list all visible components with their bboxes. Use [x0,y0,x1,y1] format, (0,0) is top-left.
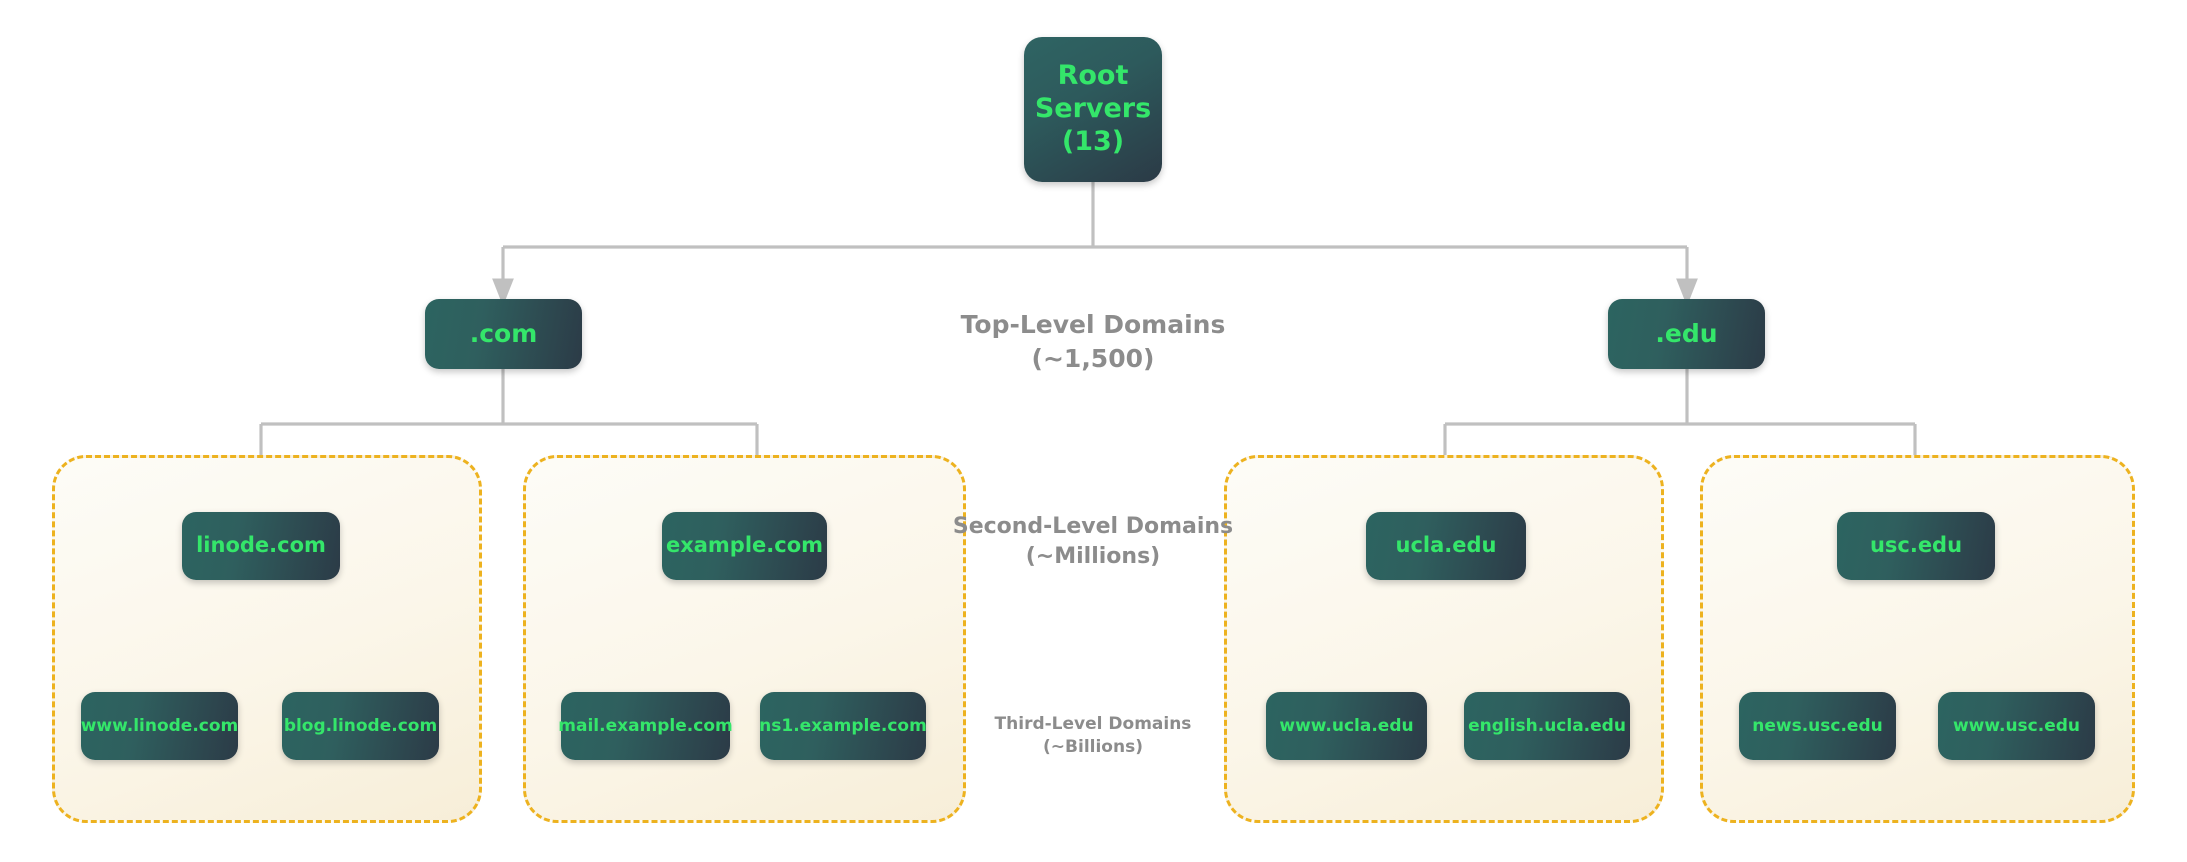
tier-label-third: Third-Level Domains (~Billions) [994,714,1192,757]
node-leaf-ns1-example-com[interactable]: ns1.example.com [759,692,927,760]
node-root-servers[interactable]: Root Servers (13) [1024,37,1162,182]
node-leaf-mail-example-com[interactable]: mail.example.com [558,692,733,760]
node-sld-example-com[interactable]: example.com [662,512,827,580]
zone-linode [52,455,482,823]
node-leaf-news-usc-edu[interactable]: news.usc.edu [1739,692,1896,760]
zone-ucla [1224,455,1664,823]
node-sld-linode-com[interactable]: linode.com [182,512,340,580]
node-sld-usc-edu[interactable]: usc.edu [1837,512,1995,580]
zone-usc [1700,455,2135,823]
node-leaf-blog-linode-com[interactable]: blog.linode.com [282,692,439,760]
tier-label-tld: Top-Level Domains (~1,500) [960,310,1226,373]
zone-example [523,455,966,823]
node-leaf-www-usc-edu[interactable]: www.usc.edu [1938,692,2095,760]
tier-label-sld: Second-Level Domains (~Millions) [952,514,1234,569]
node-leaf-english-ucla-edu[interactable]: english.ucla.edu [1464,692,1630,760]
node-tld-edu[interactable]: .edu [1608,299,1765,369]
node-leaf-www-linode-com[interactable]: www.linode.com [81,692,238,760]
node-tld-com[interactable]: .com [425,299,582,369]
node-leaf-www-ucla-edu[interactable]: www.ucla.edu [1266,692,1427,760]
node-sld-ucla-edu[interactable]: ucla.edu [1366,512,1526,580]
